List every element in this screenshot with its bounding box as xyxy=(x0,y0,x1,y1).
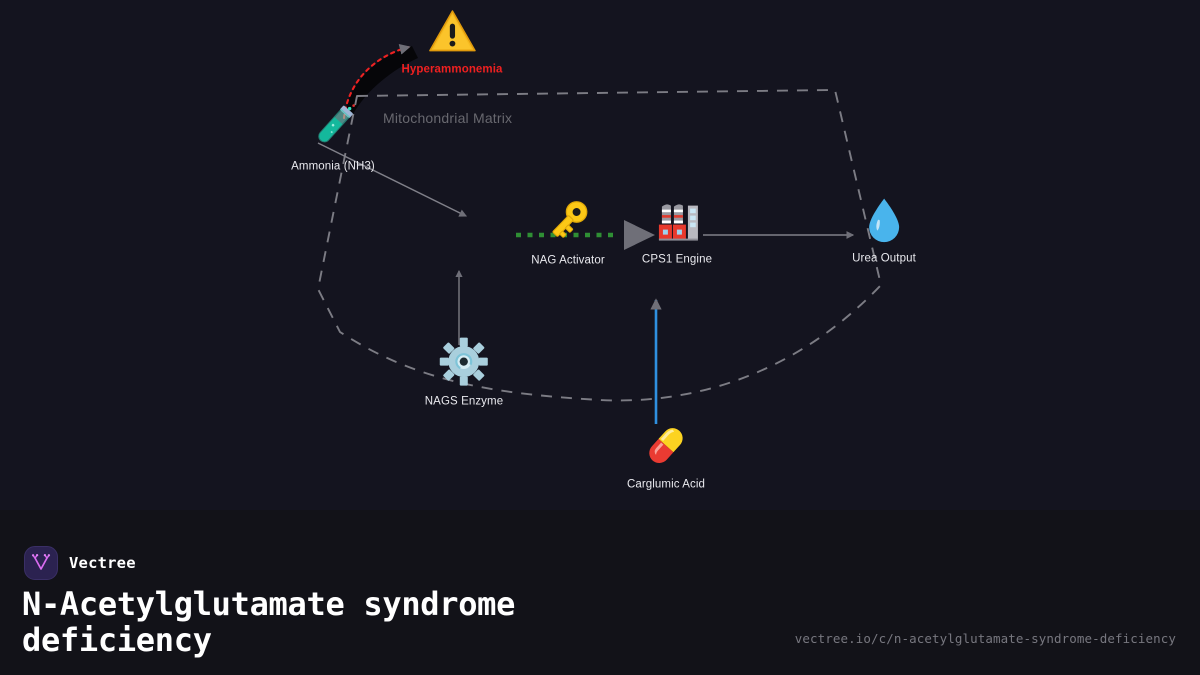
gear-icon xyxy=(425,337,503,392)
factory-icon xyxy=(642,197,712,250)
node-nag-activator[interactable]: NAG Activator xyxy=(531,196,605,269)
node-urea-output[interactable]: Urea Output xyxy=(852,196,916,267)
page-title: N-Acetylglutamate syndrome deficiency xyxy=(22,585,516,659)
region-label-mitochondrial-matrix: Mitochondrial Matrix xyxy=(383,110,513,126)
node-label: NAG Activator xyxy=(531,254,605,267)
page-url: vectree.io/c/n-acetylglutamate-syndrome-… xyxy=(794,631,1176,646)
brand-name: Vectree xyxy=(69,554,136,572)
node-nags-enzyme[interactable]: NAGS Enzyme xyxy=(425,337,503,410)
node-carglumic-acid[interactable]: Carglumic Acid xyxy=(627,422,705,493)
brand[interactable]: Vectree xyxy=(24,546,136,580)
water-droplet-icon xyxy=(852,196,916,249)
node-label: Urea Output xyxy=(852,252,916,265)
pill-capsule-icon xyxy=(627,422,705,475)
key-icon xyxy=(531,196,605,251)
node-label: Hyperammonemia xyxy=(401,63,503,76)
danger-edge-shadow xyxy=(345,46,418,116)
footer: Vectree N-Acetylglutamate syndrome defic… xyxy=(0,510,1200,675)
node-label: NAGS Enzyme xyxy=(424,395,504,408)
graph-edges-layer xyxy=(317,44,882,424)
node-hyperammonemia[interactable]: Hyperammonemia xyxy=(401,9,502,78)
edge-nag-to-cps1-arrowhead xyxy=(624,220,655,250)
node-label: Ammonia (NH3) xyxy=(291,160,375,173)
graph-canvas[interactable]: Mitochondrial Matrix Hyperammonemia xyxy=(0,0,1200,510)
test-tube-icon xyxy=(291,102,375,157)
vectree-logo-icon xyxy=(24,546,58,580)
node-label: CPS1 Engine xyxy=(641,253,713,266)
warning-triangle-icon xyxy=(401,9,502,60)
edge-ammonia-to-hyperammonemia xyxy=(342,44,411,120)
edge-ammonia-to-cps1 xyxy=(317,142,468,217)
node-label: Carglumic Acid xyxy=(626,478,706,491)
node-ammonia[interactable]: Ammonia (NH3) xyxy=(291,102,375,175)
node-cps1-engine[interactable]: CPS1 Engine xyxy=(642,197,712,268)
